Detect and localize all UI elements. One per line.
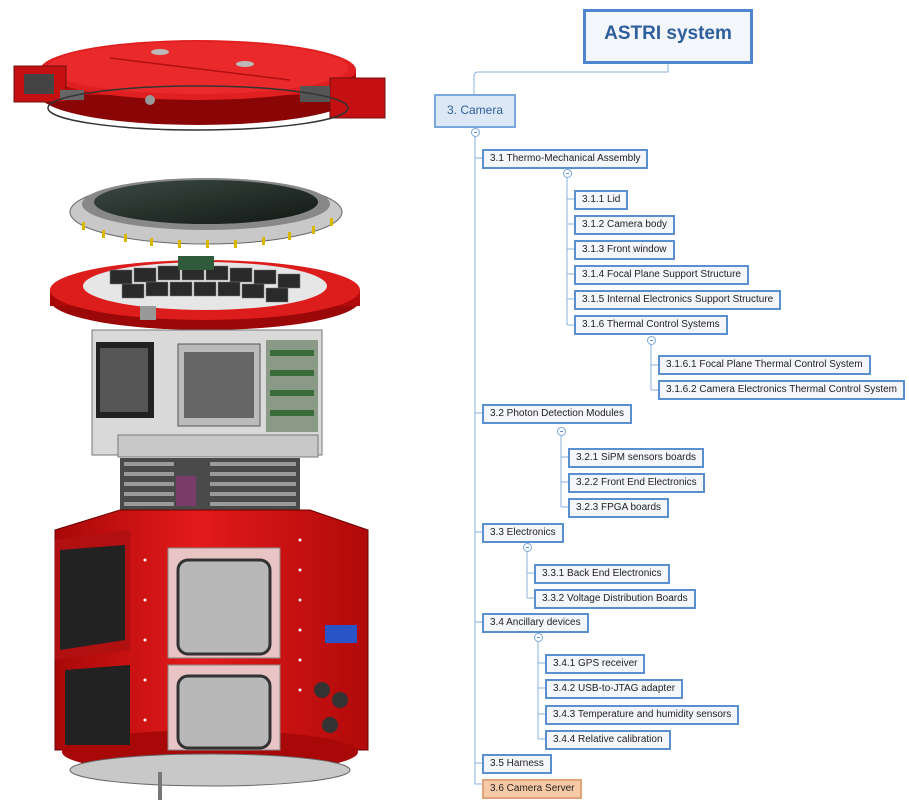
node-3-3-2[interactable]: 3.3.2 Voltage Distribution Boards: [534, 589, 696, 609]
node-3-5[interactable]: 3.5 Harness: [482, 754, 552, 774]
collapse-toggle-3-2[interactable]: [557, 427, 566, 436]
node-3-2-2[interactable]: 3.2.2 Front End Electronics: [568, 473, 705, 493]
node-3-1-6[interactable]: 3.1.6 Thermal Control Systems: [574, 315, 728, 335]
node-3-4-2[interactable]: 3.4.2 USB-to-JTAG adapter: [545, 679, 684, 699]
focal-plane-part: [50, 256, 360, 330]
collapse-toggle-camera[interactable]: [471, 128, 480, 137]
node-3-1-6-1[interactable]: 3.1.6.1 Focal Plane Thermal Control Syst…: [658, 355, 871, 375]
node-3-1-5[interactable]: 3.1.5 Internal Electronics Support Struc…: [574, 290, 782, 310]
node-3-1-3[interactable]: 3.1.3 Front window: [574, 240, 675, 260]
node-3-6[interactable]: 3.6 Camera Server: [482, 779, 583, 799]
collapse-toggle-3-4[interactable]: [534, 633, 543, 642]
node-3-4-3[interactable]: 3.4.3 Temperature and humidity sensors: [545, 705, 740, 725]
internal-structure-part: [91, 329, 323, 458]
node-3-3[interactable]: 3.3 Electronics: [482, 523, 564, 543]
node-3-1[interactable]: 3.1 Thermo-Mechanical Assembly: [482, 149, 649, 169]
node-3-1-1[interactable]: 3.1.1 Lid: [574, 190, 629, 210]
camera-node[interactable]: 3. Camera: [434, 94, 516, 128]
collapse-toggle-3-1[interactable]: [563, 169, 572, 178]
node-3-1-2[interactable]: 3.1.2 Camera body: [574, 215, 676, 235]
node-3-2-3[interactable]: 3.2.3 FPGA boards: [568, 498, 670, 518]
node-3-2[interactable]: 3.2 Photon Detection Modules: [482, 404, 632, 424]
camera-body-part: [54, 509, 369, 800]
front-window-part: [69, 178, 343, 248]
node-3-4[interactable]: 3.4 Ancillary devices: [482, 613, 589, 633]
root-node[interactable]: ASTRI system: [583, 9, 753, 64]
node-3-2-1[interactable]: 3.2.1 SiPM sensors boards: [568, 448, 705, 468]
node-3-1-6-2[interactable]: 3.1.6.2 Camera Electronics Thermal Contr…: [658, 380, 906, 400]
lid-part: [13, 40, 386, 131]
node-3-4-4[interactable]: 3.4.4 Relative calibration: [545, 730, 671, 750]
collapse-toggle-3-3[interactable]: [523, 543, 532, 552]
node-3-3-1[interactable]: 3.3.1 Back End Electronics: [534, 564, 670, 584]
node-3-4-1[interactable]: 3.4.1 GPS receiver: [545, 654, 646, 674]
node-3-1-4[interactable]: 3.1.4 Focal Plane Support Structure: [574, 265, 749, 285]
collapse-toggle-3-1-6[interactable]: [647, 336, 656, 345]
